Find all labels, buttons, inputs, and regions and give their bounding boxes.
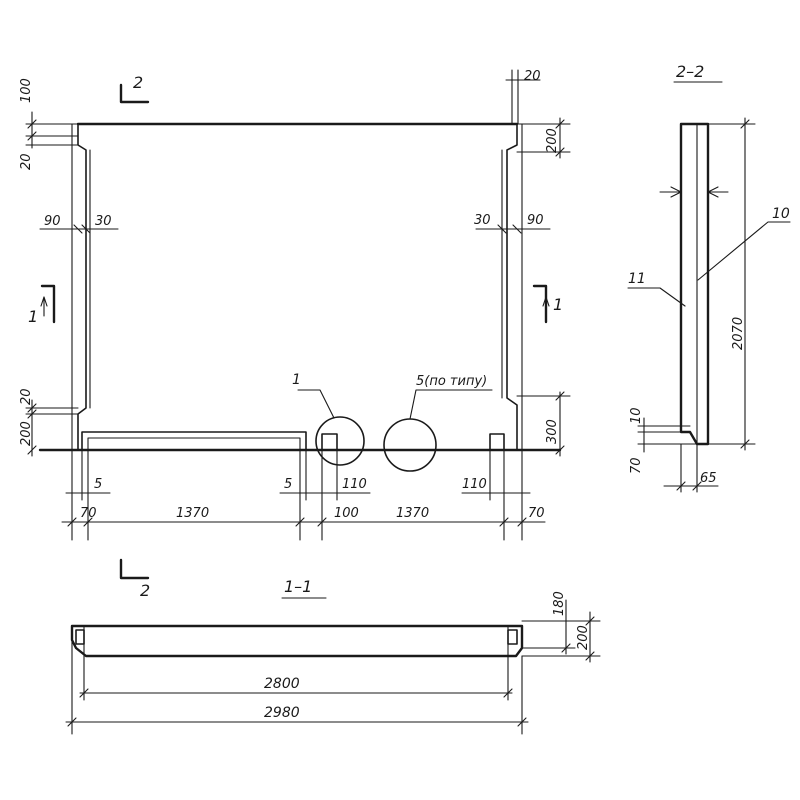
dim-2980: 2980 <box>264 705 300 721</box>
dim-30-right: 30 <box>474 213 491 228</box>
dim-20-top-left: 20 <box>19 153 34 170</box>
section-title-2-2: 2–2 <box>676 62 704 81</box>
leader-label-11: 11 <box>628 271 646 287</box>
dim-1370-right: 1370 <box>396 506 429 521</box>
dim-200-top-right: 200 <box>545 128 560 153</box>
section-2-2: 2–2 11 10 2070 10 70 <box>627 62 791 493</box>
dim-1370-left: 1370 <box>176 506 209 521</box>
section-label-1-right: 1 <box>553 295 563 314</box>
dim-10-section-2-2: 10 <box>629 407 644 424</box>
dim-300-bottom-right: 300 <box>545 419 560 444</box>
section-mark-2-bottom: 2 <box>119 558 150 600</box>
section-label-2-top: 2 <box>133 73 143 92</box>
dim-2800: 2800 <box>264 676 300 692</box>
dim-200-bottom-left: 200 <box>19 421 34 446</box>
dim-70-left: 70 <box>80 506 97 521</box>
dim-5-middle: 5 <box>284 477 292 492</box>
dim-20-bottom-left: 20 <box>19 388 34 405</box>
dim-110-middle: 110 <box>342 477 367 492</box>
section-1-1: 1–1 180 200 2800 2980 <box>65 577 601 735</box>
dims-bottom-horizontal: 5 5 110 110 70 1370 100 1370 70 <box>61 449 546 541</box>
main-elevation <box>38 122 562 452</box>
dim-100-top-left: 100 <box>19 78 34 103</box>
dim-5-left: 5 <box>94 477 102 492</box>
section-mark-1-left: 1 <box>28 284 56 326</box>
dim-100-middle: 100 <box>334 506 359 521</box>
dim-200-section-1-1: 200 <box>576 625 591 650</box>
node-label-5: 5(по типу) <box>416 374 487 389</box>
section-mark-1-right: 1 <box>532 284 563 324</box>
dim-2070: 2070 <box>731 317 746 350</box>
dim-20-top-right: 20 <box>524 69 541 84</box>
section-label-1-left: 1 <box>28 307 38 326</box>
dim-110-right: 110 <box>462 477 487 492</box>
dim-90-right: 90 <box>527 213 544 228</box>
section-label-2-bottom: 2 <box>140 581 150 600</box>
dim-30-left: 30 <box>95 214 112 229</box>
node-label-1: 1 <box>292 372 301 388</box>
section-title-1-1: 1–1 <box>284 577 312 596</box>
leader-label-10: 10 <box>772 206 790 222</box>
node-callout-1: 1 <box>292 372 365 466</box>
section-mark-2-top: 2 <box>119 73 150 104</box>
dim-70-right: 70 <box>528 506 545 521</box>
node-callout-5: 5(по типу) <box>383 374 493 472</box>
dim-90-left: 90 <box>44 214 61 229</box>
dims-left-vertical: 100 20 20 200 90 30 <box>19 78 119 457</box>
dims-right-vertical: 20 200 30 90 300 <box>474 69 571 457</box>
dim-180-section-1-1: 180 <box>552 591 567 616</box>
dim-70-section-2-2: 70 <box>629 457 644 474</box>
dim-65: 65 <box>700 471 717 486</box>
